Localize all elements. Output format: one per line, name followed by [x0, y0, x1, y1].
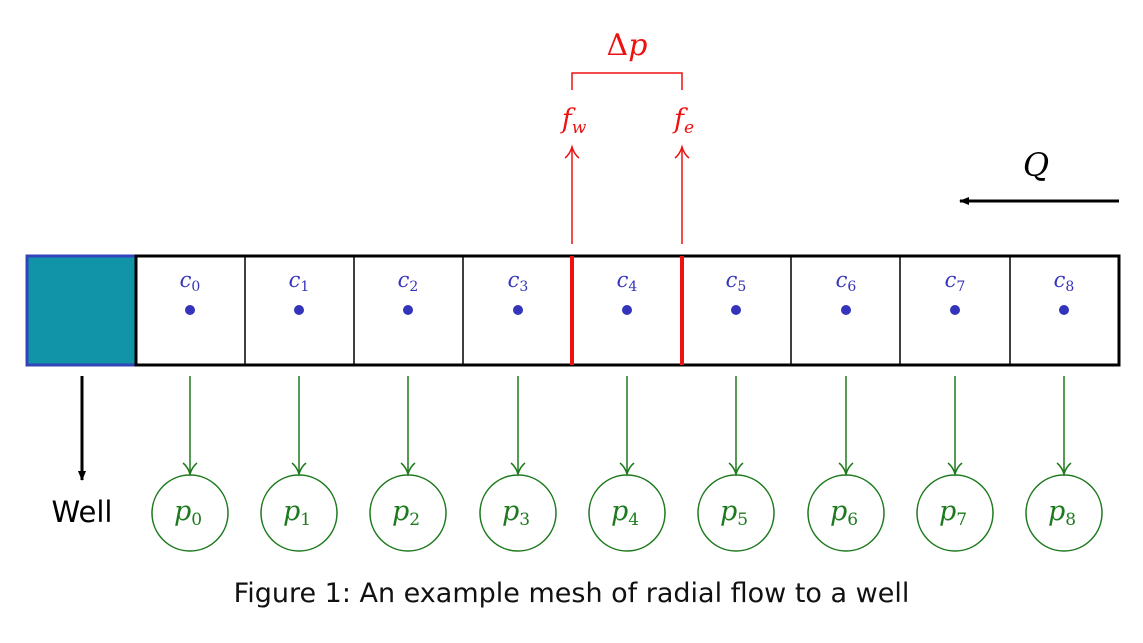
- cell-centroid-dot: [622, 305, 632, 315]
- cell-label: c2: [398, 268, 419, 295]
- pressure-label: p4: [611, 496, 639, 530]
- pressure-label: p6: [830, 496, 858, 530]
- face-flux-arrows: [564, 144, 690, 244]
- pressure-arrow: [728, 376, 744, 477]
- cell-centroid-dot: [513, 305, 523, 315]
- pressure-node-circle: [369, 474, 447, 552]
- pressure-label: p3: [502, 496, 530, 530]
- flow-label: Q: [1023, 146, 1049, 184]
- cell-label: c6: [836, 268, 857, 295]
- pressure-drop-label: Δp: [607, 28, 648, 63]
- figure-caption: Figure 1: An example mesh of radial flow…: [233, 578, 910, 609]
- pressure-arrow: [510, 376, 526, 477]
- cell-centroid-dot: [950, 305, 960, 315]
- cell-label: c5: [726, 268, 747, 295]
- cell-label: c1: [289, 268, 310, 295]
- pressure-node-circle: [588, 474, 666, 552]
- radial-flow-mesh-diagram: c0 c1 c2 c3 c4 c5 c6 c7 c8: [25, 28, 1121, 552]
- pressure-labels: p0 p1 p2 p3 p4 p5 p6 p7 p8: [174, 496, 1076, 530]
- pressure-label: p0: [174, 496, 202, 530]
- pressure-arrow: [947, 376, 963, 477]
- pressure-node-circle: [479, 474, 557, 552]
- cell-dividers: [244, 256, 1011, 365]
- cell-label: c3: [508, 268, 529, 295]
- pressure-node-circle: [151, 474, 229, 552]
- cell-centroid-dot: [841, 305, 851, 315]
- pressure-nodes: [151, 474, 1103, 552]
- pressure-label: p7: [939, 496, 967, 530]
- pressure-node-circle: [916, 474, 994, 552]
- well-label: Well: [52, 495, 113, 529]
- pressure-arrow: [1056, 376, 1072, 477]
- east-face-label: fe: [672, 104, 694, 138]
- cell-centroid-dot: [294, 305, 304, 315]
- cell-labels: c0 c1 c2 c3 c4 c5 c6 c7 c8: [180, 268, 1075, 295]
- west-face-label: fw: [560, 104, 587, 138]
- pressure-arrow: [400, 376, 416, 477]
- pressure-node-circle: [260, 474, 338, 552]
- pressure-label: p1: [283, 496, 311, 530]
- pressure-label: p2: [392, 496, 420, 530]
- pressure-label: p5: [720, 496, 748, 530]
- east-face-arrow: [674, 144, 690, 244]
- pressure-drop-bracket: [571, 72, 683, 90]
- cell-label: c8: [1054, 268, 1075, 295]
- cell-centroid-dot: [403, 305, 413, 315]
- pressure-arrow: [182, 376, 198, 477]
- cell-label: c7: [945, 268, 966, 295]
- pressure-arrows: [182, 376, 1072, 477]
- pressure-node-circle: [1025, 474, 1103, 552]
- pressure-arrow: [291, 376, 307, 477]
- cell-centroid-dot: [1059, 305, 1069, 315]
- mesh-outline: [134, 254, 1121, 367]
- pressure-label: p8: [1048, 496, 1076, 530]
- pressure-arrow: [838, 376, 854, 477]
- cell-centroids: [185, 305, 1069, 315]
- cell-label: c4: [617, 268, 638, 295]
- pressure-node-circle: [697, 474, 775, 552]
- cell-centroid-dot: [185, 305, 195, 315]
- pressure-node-circle: [807, 474, 885, 552]
- pressure-arrow: [619, 376, 635, 477]
- cell-centroid-dot: [731, 305, 741, 315]
- well-block: [25, 254, 138, 367]
- west-face-arrow: [564, 144, 580, 244]
- cell-label: c0: [180, 268, 201, 295]
